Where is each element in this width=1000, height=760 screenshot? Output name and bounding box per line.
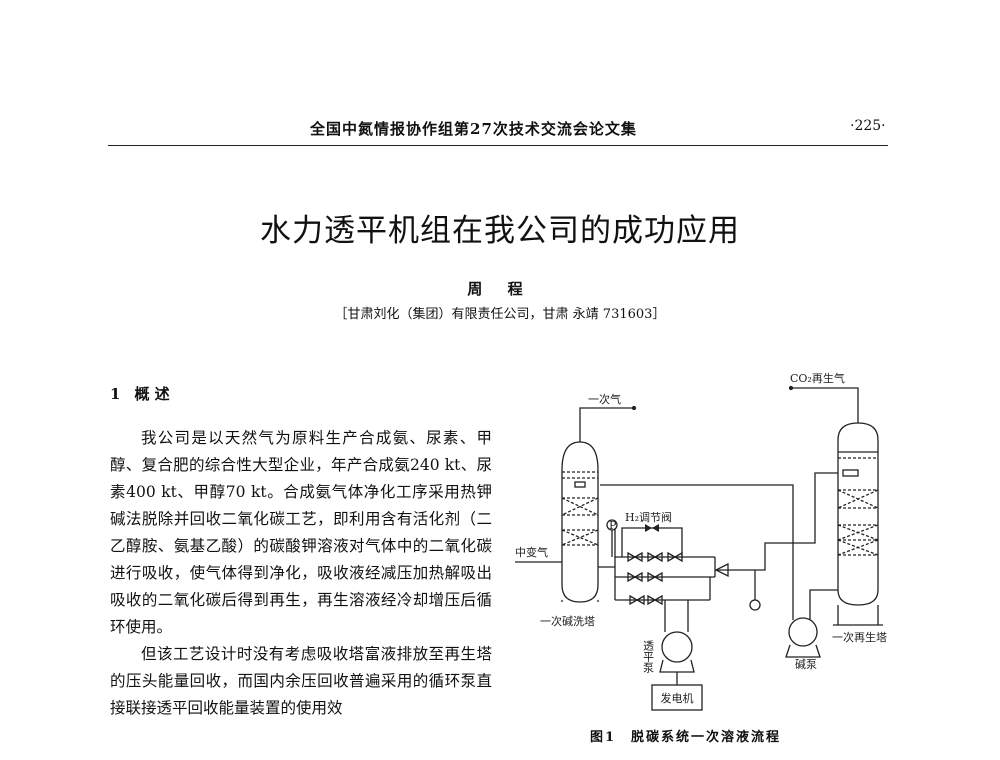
lean-solution-pipe — [715, 472, 838, 571]
h2-valve-label: H₂调节阀 — [625, 510, 672, 524]
gauge-label: P — [609, 519, 617, 532]
regenerator-tower — [833, 422, 883, 626]
alkali-pump-icon — [788, 617, 818, 647]
header-rule — [108, 145, 888, 146]
author: 周 程 — [467, 280, 533, 298]
paragraph: 我公司是以天然气为原料生产合成氨、尿素、甲醇、复合肥的综合性大型企业，年产合成氨… — [110, 429, 492, 636]
generator-box — [651, 684, 703, 711]
turbine-pump-icon — [661, 631, 693, 663]
body-text: 我公司是以天然气为原料生产合成氨、尿素、甲醇、复合肥的综合性大型企业，年产合成氨… — [110, 425, 492, 722]
absorber-label: 一次碱洗塔 — [540, 614, 595, 628]
paragraph: 但该工艺设计时没有考虑吸收塔富液排放至再生塔的压头能量回收，而国内余压回收普遍采… — [110, 645, 492, 717]
absorber-tower — [561, 441, 599, 603]
article-title: 水力透平机组在我公司的成功应用 — [260, 213, 740, 249]
co2-out-pipe — [792, 387, 859, 423]
gas-out-pipe — [579, 407, 633, 442]
generator-label: 发电机 — [661, 691, 694, 705]
gas-out-label: 一次气 — [588, 392, 621, 406]
page-number: ·225· — [850, 118, 886, 134]
turbine-pump-label: 透平泵 — [642, 640, 655, 673]
section-heading: 1 概 述 — [110, 383, 184, 404]
alkali-pump-label: 碱泵 — [795, 658, 817, 671]
running-header: 全国中氮情报协作组第27次技术交流会论文集 — [310, 120, 637, 138]
feed-gas-label: 中变气 — [515, 545, 548, 559]
valve-manifold — [598, 519, 716, 606]
figure-caption: 图1 脱碳系统一次溶液流程 — [590, 730, 782, 745]
regenerator-label: 一次再生塔 — [832, 630, 887, 644]
section-number: 1 — [110, 385, 121, 403]
affiliation: ［甘肃刘化（集团）有限责任公司，甘肃 永靖 731603］ — [334, 307, 666, 322]
co2-out-label: CO₂再生气 — [790, 371, 845, 385]
section-title: 概 述 — [134, 385, 170, 403]
pressure-gauge-icon — [749, 599, 761, 611]
rich-solution-pipe — [600, 484, 794, 620]
